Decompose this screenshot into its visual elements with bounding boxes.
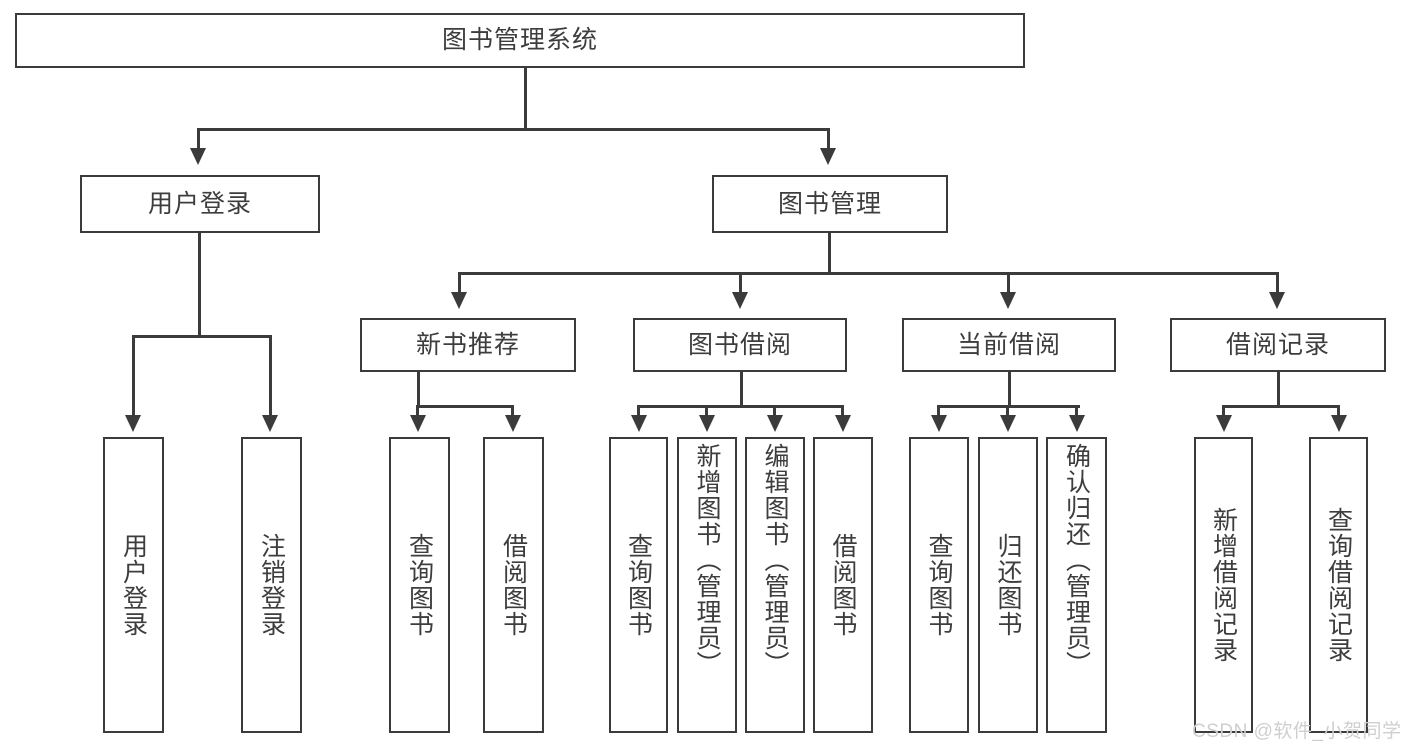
arrow-book-mgmt-to-current-borrow bbox=[1000, 292, 1016, 309]
arrow-new-book-to-leaf-1 bbox=[410, 415, 426, 432]
connector-book-mgmt-to-current-borrow bbox=[1007, 272, 1010, 294]
connector-user-login-to-leaf-1 bbox=[132, 335, 135, 417]
arrow-book-borrow-to-leaf-3 bbox=[767, 415, 783, 432]
leaf-user-login-login[interactable]: 用户登录 bbox=[103, 437, 164, 733]
arrow-book-mgmt-to-book-borrow bbox=[732, 292, 748, 309]
connector-book-borrow-bar bbox=[637, 405, 843, 408]
arrow-root-to-user-login bbox=[190, 148, 206, 165]
node-label: 查询图书 bbox=[925, 533, 953, 637]
connector-root-stem bbox=[524, 68, 527, 128]
connector-root-bar bbox=[197, 128, 829, 131]
node-new-book-recommend[interactable]: 新书推荐 bbox=[360, 318, 576, 372]
node-label: 借阅图书 bbox=[829, 533, 857, 637]
node-current-borrow[interactable]: 当前借阅 bbox=[902, 318, 1116, 372]
node-label: 用户登录 bbox=[119, 533, 148, 637]
connector-book-borrow-to-leaf-4 bbox=[841, 405, 844, 417]
node-label: 确认归还（管理员） bbox=[1062, 443, 1091, 677]
arrow-book-borrow-to-leaf-1 bbox=[631, 415, 647, 432]
arrow-book-borrow-to-leaf-2 bbox=[699, 415, 715, 432]
connector-new-book-stem bbox=[417, 372, 420, 405]
node-label: 查询借阅记录 bbox=[1324, 507, 1353, 663]
arrow-book-mgmt-to-borrow-record bbox=[1269, 292, 1285, 309]
arrow-root-to-book-mgmt bbox=[820, 148, 836, 165]
leaf-current-borrow-confirm-return[interactable]: 确认归还（管理员） bbox=[1046, 437, 1107, 733]
arrow-current-borrow-to-leaf-3 bbox=[1069, 415, 1085, 432]
connector-root-to-book-mgmt bbox=[827, 128, 830, 150]
connector-current-borrow-to-leaf-3 bbox=[1075, 405, 1078, 417]
arrow-new-book-to-leaf-2 bbox=[505, 415, 521, 432]
leaf-book-borrow-add-book[interactable]: 新增图书（管理员） bbox=[677, 437, 737, 733]
node-label: 当前借阅 bbox=[956, 330, 1061, 359]
node-label: 借阅记录 bbox=[1225, 330, 1330, 359]
csdn-watermark: CSDN @软件_小贺同学 bbox=[1192, 721, 1402, 742]
node-label: 归还图书 bbox=[994, 533, 1022, 637]
arrow-current-borrow-to-leaf-2 bbox=[1000, 415, 1016, 432]
arrow-book-borrow-to-leaf-4 bbox=[835, 415, 851, 432]
connector-book-mgmt-to-new-book bbox=[458, 272, 461, 294]
connector-borrow-record-stem bbox=[1277, 372, 1280, 405]
connector-user-login-to-leaf-2 bbox=[269, 335, 272, 417]
connector-new-book-to-leaf-2 bbox=[511, 405, 514, 417]
connector-current-borrow-to-leaf-2 bbox=[1006, 405, 1009, 417]
leaf-new-book-query-book[interactable]: 查询图书 bbox=[389, 437, 450, 733]
connector-book-borrow-to-leaf-1 bbox=[637, 405, 640, 417]
leaf-book-borrow-query-book[interactable]: 查询图书 bbox=[609, 437, 668, 733]
arrow-book-mgmt-to-new-book bbox=[451, 292, 467, 309]
arrow-borrow-record-to-leaf-1 bbox=[1216, 415, 1232, 432]
connector-user-login-stem bbox=[198, 233, 201, 335]
node-label: 编辑图书（管理员） bbox=[761, 443, 789, 677]
connector-new-book-bar bbox=[416, 405, 513, 408]
node-label: 新书推荐 bbox=[415, 330, 520, 359]
leaf-book-borrow-borrow-book[interactable]: 借阅图书 bbox=[813, 437, 873, 733]
connector-book-mgmt-bar bbox=[458, 272, 1279, 275]
connector-book-mgmt-to-book-borrow bbox=[739, 272, 742, 294]
arrow-current-borrow-to-leaf-1 bbox=[931, 415, 947, 432]
node-user-login[interactable]: 用户登录 bbox=[80, 175, 320, 233]
connector-user-login-bar bbox=[132, 335, 272, 338]
connector-borrow-record-to-leaf-2 bbox=[1337, 405, 1340, 417]
connector-borrow-record-to-leaf-1 bbox=[1222, 405, 1225, 417]
node-label: 查询图书 bbox=[405, 533, 434, 637]
connector-book-borrow-stem bbox=[740, 372, 743, 405]
node-label: 新增图书（管理员） bbox=[693, 443, 721, 677]
node-borrow-record[interactable]: 借阅记录 bbox=[1170, 318, 1386, 372]
node-label: 查询图书 bbox=[624, 533, 653, 637]
connector-current-borrow-stem bbox=[1008, 372, 1011, 405]
connector-book-mgmt-stem bbox=[828, 233, 831, 272]
leaf-user-login-logout[interactable]: 注销登录 bbox=[241, 437, 302, 733]
leaf-new-book-borrow-book[interactable]: 借阅图书 bbox=[483, 437, 544, 733]
leaf-book-borrow-edit-book[interactable]: 编辑图书（管理员） bbox=[745, 437, 805, 733]
node-label: 图书借阅 bbox=[687, 330, 792, 359]
arrow-user-login-to-leaf-1 bbox=[125, 415, 141, 432]
connector-book-mgmt-to-borrow-record bbox=[1276, 272, 1279, 294]
arrow-borrow-record-to-leaf-2 bbox=[1331, 415, 1347, 432]
connector-borrow-record-bar bbox=[1222, 405, 1340, 408]
node-label: 新增借阅记录 bbox=[1209, 507, 1238, 663]
connector-book-borrow-to-leaf-3 bbox=[773, 405, 776, 417]
connector-book-borrow-to-leaf-2 bbox=[705, 405, 708, 417]
node-label: 用户登录 bbox=[147, 189, 252, 218]
node-label: 注销登录 bbox=[257, 533, 286, 637]
connector-current-borrow-to-leaf-1 bbox=[937, 405, 940, 417]
node-label: 借阅图书 bbox=[499, 533, 528, 637]
node-label: 图书管理 bbox=[777, 189, 882, 218]
arrow-user-login-to-leaf-2 bbox=[262, 415, 278, 432]
connector-root-to-user-login bbox=[197, 128, 200, 150]
leaf-current-borrow-query-book[interactable]: 查询图书 bbox=[909, 437, 969, 733]
leaf-current-borrow-return-book[interactable]: 归还图书 bbox=[978, 437, 1038, 733]
leaf-borrow-record-add-record[interactable]: 新增借阅记录 bbox=[1194, 437, 1253, 733]
leaf-borrow-record-query-record[interactable]: 查询借阅记录 bbox=[1309, 437, 1368, 733]
node-label: 图书管理系统 bbox=[441, 26, 598, 55]
node-book-borrow[interactable]: 图书借阅 bbox=[633, 318, 847, 372]
node-root-system[interactable]: 图书管理系统 bbox=[15, 13, 1025, 68]
connector-new-book-to-leaf-1 bbox=[416, 405, 419, 417]
node-book-management[interactable]: 图书管理 bbox=[712, 175, 948, 233]
